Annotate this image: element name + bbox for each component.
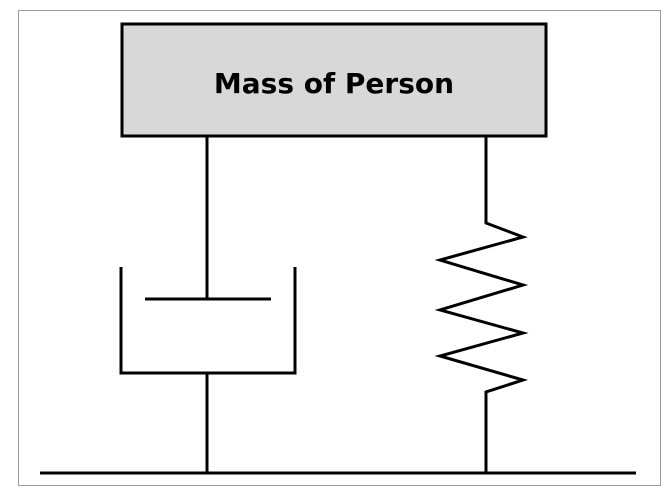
mass-label: Mass of Person	[214, 67, 454, 100]
spring	[434, 136, 529, 473]
mass-box	[120, 22, 548, 138]
damper	[119, 136, 297, 473]
spring-coil	[434, 136, 529, 473]
mass-block: Mass of Person	[120, 22, 548, 138]
